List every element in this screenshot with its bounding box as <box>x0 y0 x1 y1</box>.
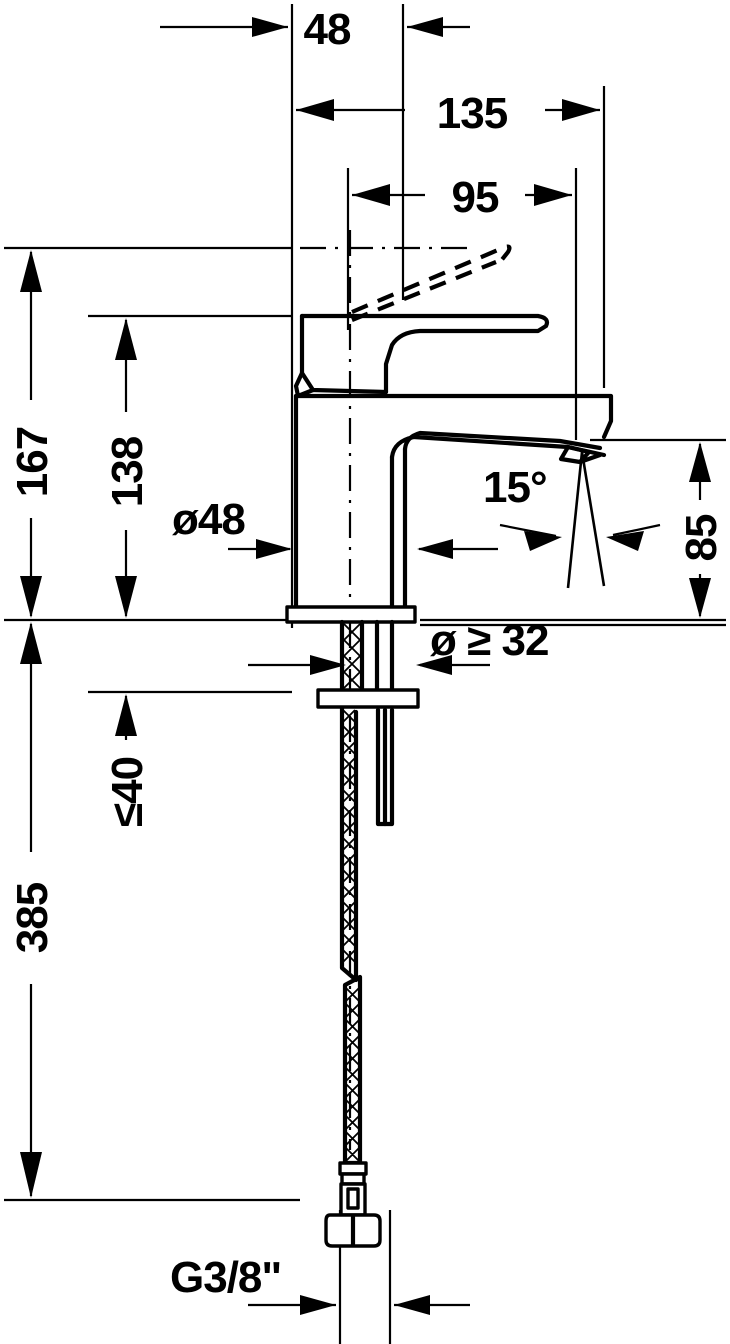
braid-hatch-main <box>342 709 356 963</box>
dimension-385: 385 <box>8 622 57 1198</box>
dimension-thread-g38: G3/8" <box>170 1210 470 1344</box>
lever-raised-dashed <box>351 244 512 322</box>
dim-label-385: 385 <box>8 882 57 953</box>
dimension-138: 138 <box>103 318 152 618</box>
extension-lines-left <box>4 246 300 1202</box>
dim-label-hole-diameter: ø ≥ 32 <box>430 616 548 665</box>
dimension-hole-diameter: ø ≥ 32 <box>248 616 726 675</box>
dimension-deck-thickness: ≤40 <box>103 694 152 850</box>
dim-label-138: 138 <box>103 436 152 507</box>
base-flange <box>285 605 417 624</box>
dimension-angle-15: 15° <box>483 451 661 589</box>
dim-label-diameter-48: ø48 <box>172 495 245 544</box>
shank-upper <box>339 619 395 695</box>
braid-hatch-lower <box>345 987 360 1162</box>
dim-label-48: 48 <box>304 5 351 54</box>
braided-hose-upper <box>339 705 395 983</box>
braid-hatch-upper <box>343 623 361 689</box>
mounting-washer <box>316 688 420 709</box>
lever-handle <box>293 313 550 399</box>
faucet-body <box>293 393 614 610</box>
dimension-95: 95 <box>346 168 578 440</box>
dimension-167: 167 <box>8 250 57 618</box>
dim-label-95: 95 <box>452 173 499 222</box>
dimension-85: 85 <box>420 438 726 622</box>
braided-hose-lower <box>342 974 363 1166</box>
dim-label-angle-15: 15° <box>483 463 547 512</box>
faucet-object <box>285 230 614 1248</box>
dim-label-thread-g38: G3/8" <box>170 1253 281 1302</box>
dimension-135: 135 <box>296 86 606 388</box>
dim-label-deck-thickness: ≤40 <box>103 757 152 827</box>
dim-label-167: 167 <box>8 427 57 497</box>
aerator <box>558 444 603 465</box>
hose-connector <box>324 1161 382 1248</box>
dim-label-85: 85 <box>677 514 726 561</box>
dim-label-135: 135 <box>437 89 508 138</box>
dimension-diameter-48: ø48 <box>172 495 498 559</box>
